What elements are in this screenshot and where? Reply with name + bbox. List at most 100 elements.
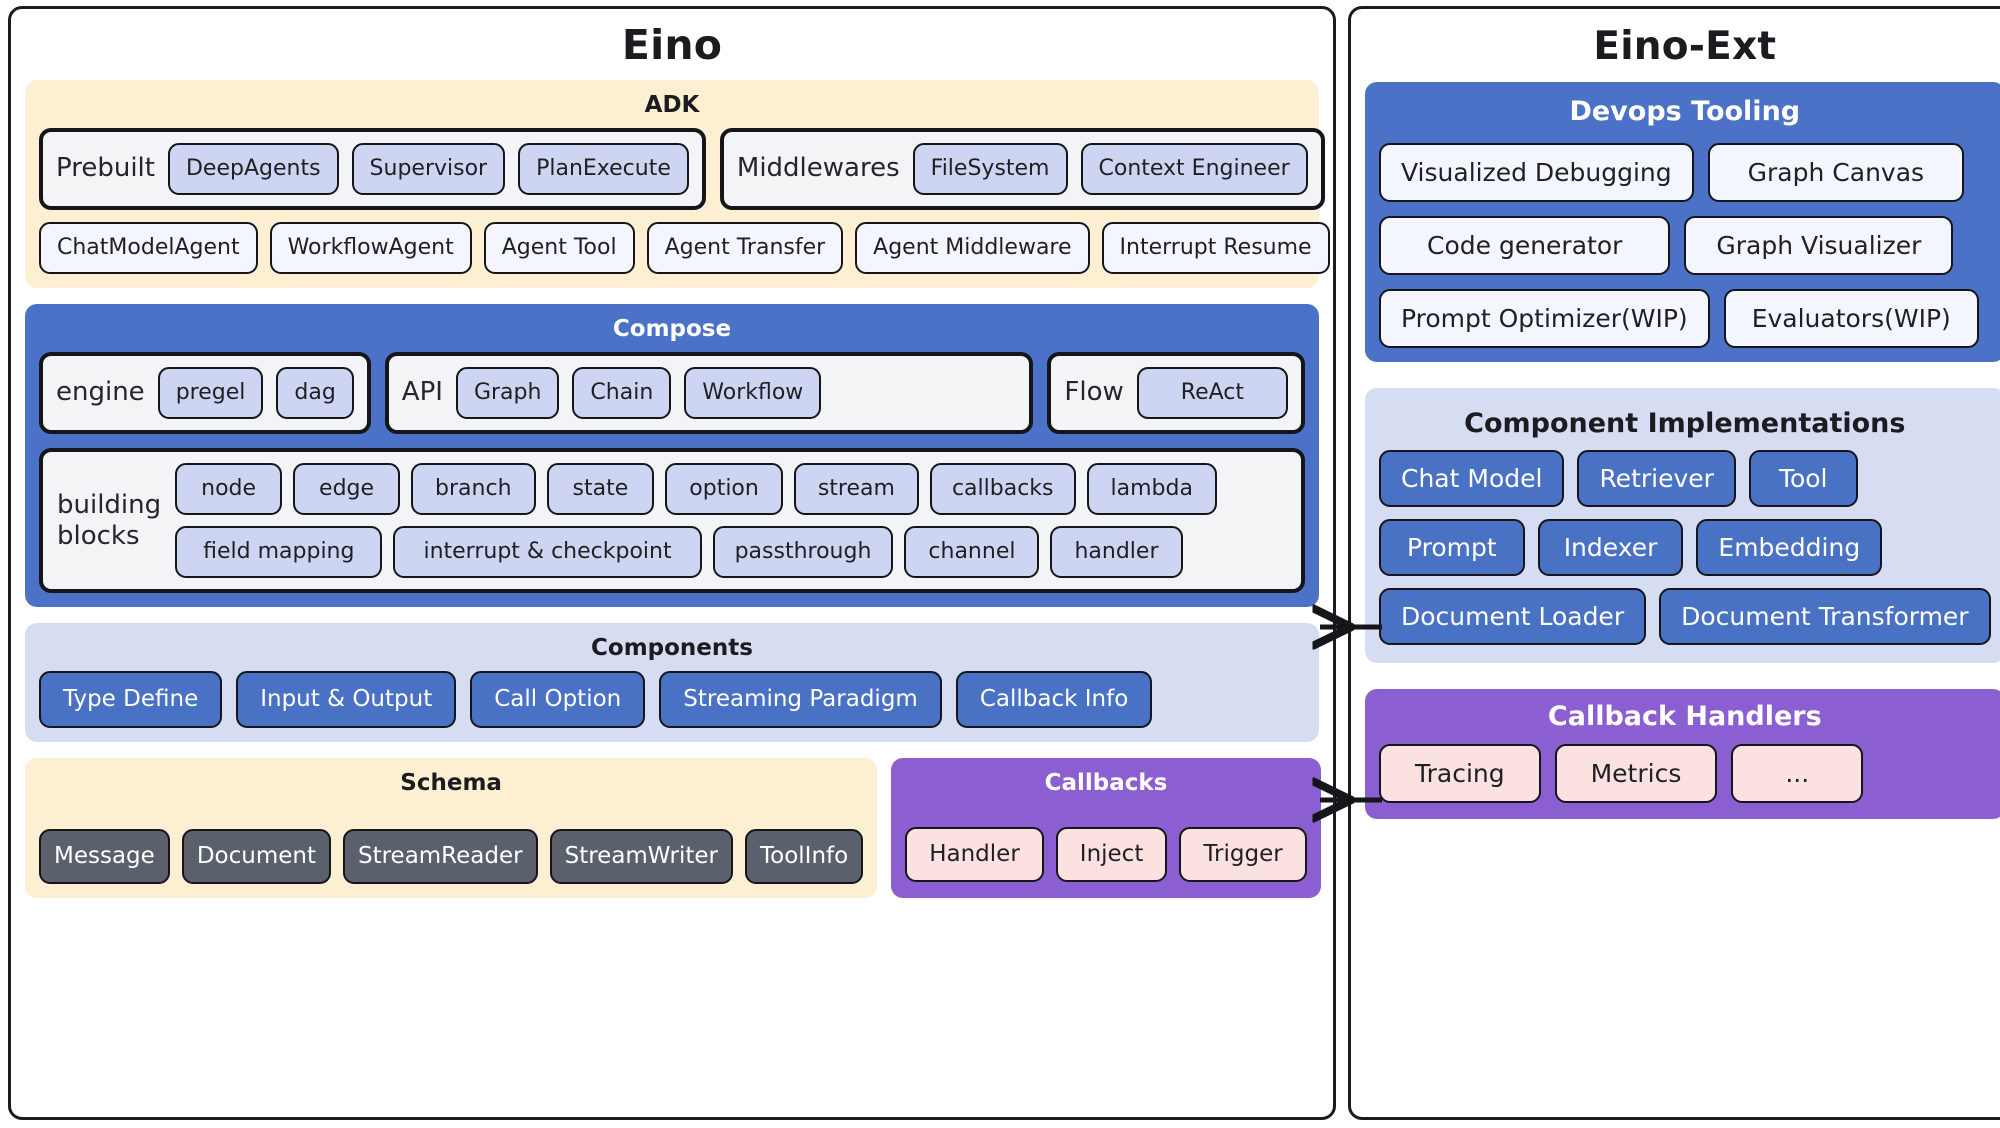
chip-react[interactable]: ReAct: [1136, 367, 1288, 419]
adk-features-row: ChatModelAgent WorkflowAgent Agent Tool …: [39, 222, 1330, 274]
chip-call-option[interactable]: Call Option: [470, 671, 646, 728]
callback-handlers-section: Callback Handlers Tracing Metrics ...: [1365, 689, 2000, 819]
compose-section: Compose engine pregel dag API Graph Chai…: [25, 304, 1319, 607]
prebuilt-label: Prebuilt: [56, 153, 155, 184]
callbacks-row: Handler Inject Trigger: [905, 827, 1307, 882]
chip-streaming-paradigm[interactable]: Streaming Paradigm: [659, 671, 942, 728]
chip-edge[interactable]: edge: [293, 463, 401, 515]
building-blocks-row-1: node edge branch state option stream cal…: [175, 463, 1287, 515]
chip-callback-info[interactable]: Callback Info: [955, 671, 1153, 728]
chip-document[interactable]: Document: [181, 829, 331, 884]
middlewares-group: Middlewares FileSystem Context Engineer: [719, 128, 1325, 210]
chip-graph-canvas[interactable]: Graph Canvas: [1707, 143, 1965, 202]
callbacks-section: Callbacks Handler Inject Trigger: [891, 758, 1321, 898]
api-label: API: [401, 377, 443, 408]
chip-visualized-debugging[interactable]: Visualized Debugging: [1379, 143, 1694, 202]
chip-passthrough[interactable]: passthrough: [712, 526, 894, 578]
devops-row-3: Prompt Optimizer(WIP) Evaluators(WIP): [1379, 289, 1991, 348]
chip-ellipsis[interactable]: ...: [1731, 744, 1864, 803]
chip-chatmodelagent[interactable]: ChatModelAgent: [39, 222, 258, 274]
chip-branch[interactable]: branch: [411, 463, 536, 515]
compose-title: Compose: [612, 316, 732, 342]
chip-handler-cb[interactable]: Handler: [905, 827, 1044, 882]
component-implementations-section: Component Implementations Chat Model Ret…: [1365, 388, 2000, 663]
chip-deepagents[interactable]: DeepAgents: [167, 143, 339, 195]
api-group: API Graph Chain Workflow: [384, 352, 1034, 434]
chip-input-output[interactable]: Input & Output: [236, 671, 457, 728]
chip-trigger[interactable]: Trigger: [1179, 827, 1307, 882]
chip-node[interactable]: node: [175, 463, 283, 515]
building-blocks-label-line2: blocks: [57, 520, 140, 551]
chip-pregel[interactable]: pregel: [157, 367, 264, 419]
schema-title: Schema: [400, 770, 502, 796]
chip-prompt-optimizer[interactable]: Prompt Optimizer(WIP): [1379, 289, 1710, 348]
adk-top-row: Prebuilt DeepAgents Supervisor PlanExecu…: [39, 128, 1325, 210]
engine-label: engine: [56, 377, 145, 408]
chip-document-loader[interactable]: Document Loader: [1379, 588, 1647, 645]
chip-workflow[interactable]: Workflow: [684, 367, 822, 419]
chip-state[interactable]: state: [546, 463, 655, 515]
devops-row-2: Code generator Graph Visualizer: [1379, 216, 1991, 275]
callback-handlers-row: Tracing Metrics ...: [1379, 744, 1991, 803]
chip-indexer[interactable]: Indexer: [1537, 519, 1684, 576]
chip-graph[interactable]: Graph: [455, 367, 560, 419]
chip-stream[interactable]: stream: [793, 463, 919, 515]
chip-evaluators[interactable]: Evaluators(WIP): [1723, 289, 1979, 348]
chip-agent-middleware[interactable]: Agent Middleware: [855, 222, 1090, 274]
building-blocks-label-line1: building: [57, 489, 162, 520]
chip-embedding[interactable]: Embedding: [1696, 519, 1883, 576]
chip-streamreader[interactable]: StreamReader: [342, 829, 538, 884]
chip-code-generator[interactable]: Code generator: [1379, 216, 1671, 275]
flow-group: Flow ReAct: [1047, 352, 1305, 434]
eino-ext-panel-title: Eino-Ext: [1593, 24, 1777, 69]
chip-chain[interactable]: Chain: [572, 367, 672, 419]
schema-section: Schema Message Document StreamReader Str…: [25, 758, 878, 898]
chip-graph-visualizer[interactable]: Graph Visualizer: [1684, 216, 1954, 275]
chip-document-transformer[interactable]: Document Transformer: [1659, 588, 1991, 645]
chip-lambda[interactable]: lambda: [1086, 463, 1217, 515]
chip-filesystem[interactable]: FileSystem: [912, 143, 1068, 195]
compimpl-row-1: Chat Model Retriever Tool: [1379, 450, 1991, 507]
chip-supervisor[interactable]: Supervisor: [351, 143, 506, 195]
adk-title: ADK: [644, 92, 700, 118]
chip-toolinfo[interactable]: ToolInfo: [745, 829, 864, 884]
chip-dag[interactable]: dag: [276, 367, 354, 419]
chip-inject[interactable]: Inject: [1055, 827, 1168, 882]
eino-ext-panel: Eino-Ext Devops Tooling Visualized Debug…: [1348, 6, 2000, 1120]
chip-field-mapping[interactable]: field mapping: [175, 526, 383, 578]
chip-agent-transfer[interactable]: Agent Transfer: [646, 222, 844, 274]
chip-workflowagent[interactable]: WorkflowAgent: [269, 222, 472, 274]
chip-streamwriter[interactable]: StreamWriter: [549, 829, 733, 884]
chip-planexecute[interactable]: PlanExecute: [518, 143, 689, 195]
prebuilt-group: Prebuilt DeepAgents Supervisor PlanExecu…: [39, 128, 706, 210]
engine-group: engine pregel dag: [39, 352, 371, 434]
chip-retriever[interactable]: Retriever: [1577, 450, 1736, 507]
compose-top-row: engine pregel dag API Graph Chain Workfl…: [39, 352, 1305, 434]
compimpl-row-2: Prompt Indexer Embedding: [1379, 519, 1991, 576]
adk-section: ADK Prebuilt DeepAgents Supervisor PlanE…: [25, 80, 1330, 288]
chip-prompt[interactable]: Prompt: [1379, 519, 1525, 576]
chip-message[interactable]: Message: [39, 829, 170, 884]
chip-interrupt-resume[interactable]: Interrupt Resume: [1101, 222, 1330, 274]
schema-row: Message Document StreamReader StreamWrit…: [39, 829, 864, 884]
chip-type-define[interactable]: Type Define: [39, 671, 223, 728]
components-title: Components: [591, 635, 753, 661]
chip-agent-tool[interactable]: Agent Tool: [483, 222, 635, 274]
chip-tracing[interactable]: Tracing: [1379, 744, 1541, 803]
chip-context-engineer[interactable]: Context Engineer: [1080, 143, 1308, 195]
chip-option[interactable]: option: [665, 463, 783, 515]
chip-callbacks[interactable]: callbacks: [929, 463, 1076, 515]
chip-interrupt-checkpoint[interactable]: interrupt & checkpoint: [393, 526, 702, 578]
chip-chat-model[interactable]: Chat Model: [1379, 450, 1565, 507]
chip-metrics[interactable]: Metrics: [1554, 744, 1718, 803]
building-blocks-rows: node edge branch state option stream cal…: [175, 463, 1287, 578]
devops-tooling-title: Devops Tooling: [1569, 96, 1801, 127]
devops-tooling-section: Devops Tooling Visualized Debugging Grap…: [1365, 82, 2000, 362]
chip-channel[interactable]: channel: [904, 526, 1040, 578]
eino-panel-title: Eino: [621, 21, 723, 69]
chip-handler[interactable]: handler: [1050, 526, 1183, 578]
chip-tool[interactable]: Tool: [1748, 450, 1858, 507]
